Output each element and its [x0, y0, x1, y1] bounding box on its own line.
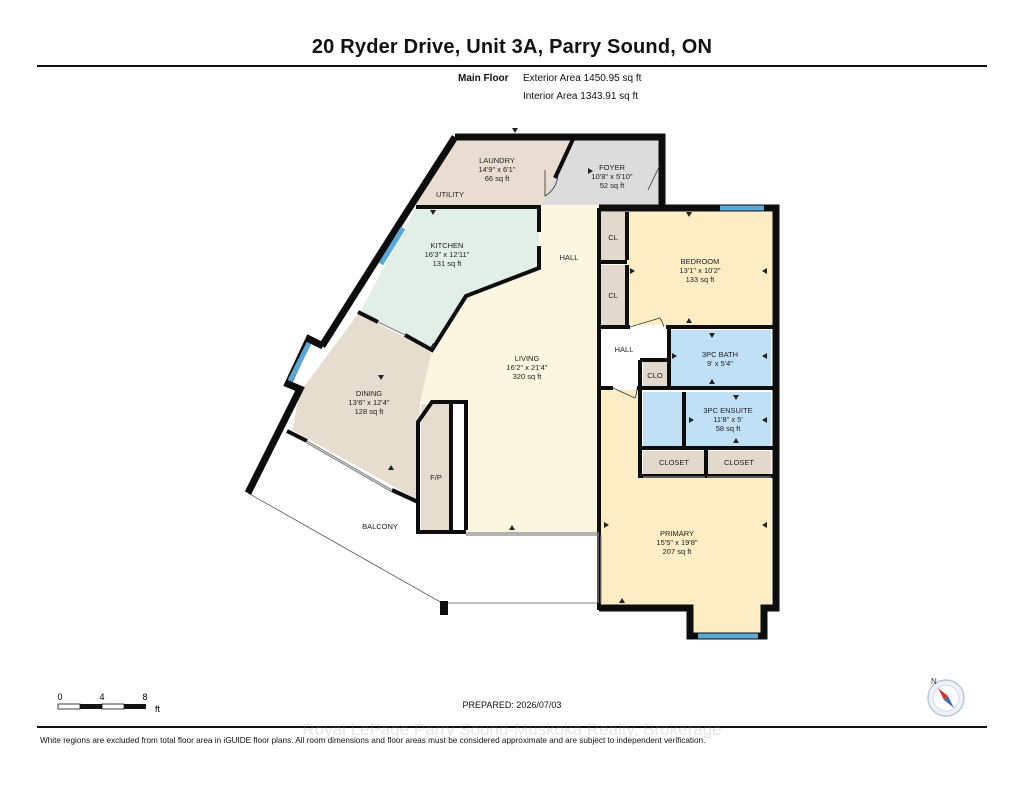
primary-area: 207 sq ft [663, 547, 693, 556]
room-fill-ensuite-a [643, 392, 683, 446]
balcony-post [440, 601, 448, 615]
label-foyer: FOYER 10'8" x 5'10" 52 sq ft [591, 163, 632, 190]
foyer-area: 52 sq ft [600, 181, 626, 190]
room-fill-closet-1 [643, 451, 705, 475]
ensuite-dims: 11'8" x 5' [713, 415, 743, 424]
page-title: 20 Ryder Drive, Unit 3A, Parry Sound, ON [311, 36, 713, 58]
room-fill-cl-1 [601, 212, 625, 262]
bedroom-dims: 13'1" x 10'2" [679, 266, 720, 275]
room-fill-bedroom [627, 212, 773, 325]
living-dims: 16'2" x 21'4" [506, 363, 547, 372]
dimension-ticks [378, 128, 767, 603]
label-bath: 3PC BATH 9' x 5'4" [702, 350, 738, 368]
header-divider [37, 65, 987, 67]
label-dining: DINING 13'6" x 12'4" 128 sq ft [348, 389, 389, 416]
utility-label: UTILITY [436, 190, 464, 199]
scale-tick-0: 0 [57, 692, 62, 702]
bedroom-area: 133 sq ft [686, 275, 716, 284]
hall-mid-label: HALL [615, 345, 634, 354]
cl-2-label: CL [608, 291, 618, 300]
laundry-area: 66 sq ft [485, 174, 511, 183]
label-bedroom: BEDROOM 13'1" x 10'2" 133 sq ft [679, 257, 720, 284]
label-laundry: LAUNDRY 14'9" x 6'1" 66 sq ft [479, 156, 516, 183]
exterior-area: Exterior Area 1450.95 sq ft [523, 73, 642, 84]
sliding-doors [306, 321, 771, 603]
bath-dims: 9' x 5'4" [707, 359, 733, 368]
label-living: LIVING 16'2" x 21'4" 320 sq ft [506, 354, 547, 381]
foyer-name: FOYER [599, 163, 625, 172]
fp-label: F/P [430, 473, 442, 482]
watermark: Royal LePage Parry Sound-Muskoka Realty,… [302, 720, 722, 739]
room-fill-closet-2 [707, 451, 771, 475]
windows [287, 205, 764, 639]
room-fill-ensuite-b [685, 392, 771, 446]
balcony-label: BALCONY [362, 522, 398, 531]
interior-walls [286, 136, 776, 610]
bedroom-name: BEDROOM [681, 257, 720, 266]
scale-tick-4: 4 [99, 692, 104, 702]
primary-dims: 15'5" x 19'8" [656, 538, 697, 547]
scale-tick-8: 8 [142, 692, 147, 702]
kitchen-area: 131 sq ft [433, 259, 463, 268]
living-area: 320 sq ft [513, 372, 543, 381]
exterior-walls [244, 133, 780, 640]
closet-1-label: CLOSET [659, 458, 689, 467]
laundry-dims: 14'9" x 6'1" [479, 165, 516, 174]
floor-label: Main Floor [458, 73, 509, 84]
room-fill-dining [292, 314, 432, 500]
footer-divider [37, 726, 987, 728]
dining-dims: 13'6" x 12'4" [348, 398, 389, 407]
fireplace-fill [421, 404, 451, 530]
dining-name: DINING [356, 389, 382, 398]
dining-area: 128 sq ft [355, 407, 385, 416]
room-fill-laundry [416, 136, 574, 205]
door-swings [544, 164, 665, 399]
room-fill-cl-2 [601, 265, 625, 325]
label-ensuite: 3PC ENSUITE 11'8" x 5' 58 sq ft [703, 406, 752, 433]
living-name: LIVING [515, 354, 540, 363]
cl-1-label: CL [608, 233, 618, 242]
foyer-dims: 10'8" x 5'10" [591, 172, 632, 181]
compass-north-label: N [931, 677, 937, 686]
bath-name: 3PC BATH [702, 350, 738, 359]
clo-label: CLO [647, 371, 663, 380]
room-fill-bath [669, 330, 771, 386]
closet-2-label: CLOSET [724, 458, 754, 467]
room-fill-living [420, 205, 599, 533]
scale-unit: ft [155, 704, 161, 714]
kitchen-dims: 16'3" x 12'11" [425, 250, 470, 259]
ensuite-area: 58 sq ft [716, 424, 742, 433]
label-primary: PRIMARY 15'5" x 19'8" 207 sq ft [656, 529, 697, 556]
kitchen-name: KITCHEN [431, 241, 464, 250]
hall-top-label: HALL [560, 253, 579, 262]
room-fill-kitchen [360, 207, 539, 350]
label-kitchen: KITCHEN 16'3" x 12'11" 131 sq ft [425, 241, 470, 268]
room-fill-primary-bay [692, 606, 761, 634]
room-fill-foyer [541, 136, 660, 205]
footer-note: White regions are excluded from total fl… [40, 736, 706, 745]
compass-icon: N [927, 677, 965, 717]
ensuite-name: 3PC ENSUITE [703, 406, 752, 415]
interior-area: Interior Area 1343.91 sq ft [523, 91, 639, 102]
room-fill-primary [601, 390, 771, 606]
primary-name: PRIMARY [660, 529, 694, 538]
scale-bar: 0 4 8 ft [57, 692, 161, 714]
room-fill-clo [643, 362, 667, 386]
floor-plan: LAUNDRY 14'9" x 6'1" 66 sq ft FOYER 10'8… [244, 128, 780, 640]
prepared-date: PREPARED: 2026/07/03 [462, 700, 562, 710]
laundry-name: LAUNDRY [479, 156, 515, 165]
